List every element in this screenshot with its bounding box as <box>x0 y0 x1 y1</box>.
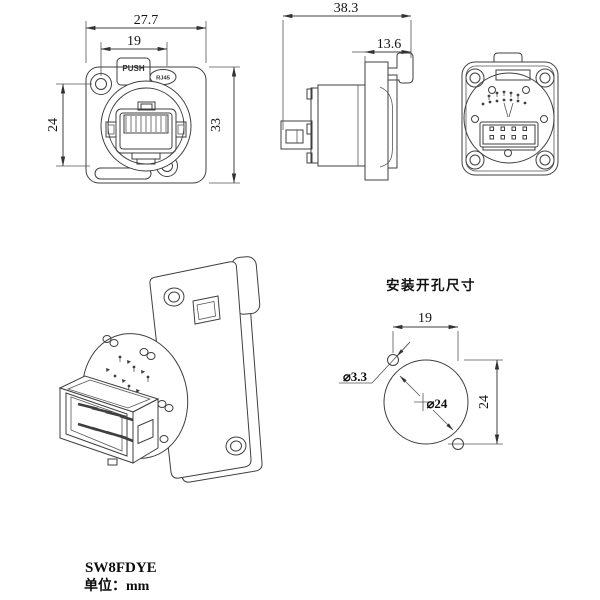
rear-pin-markings <box>481 90 527 118</box>
title-block: SW8FDYE 单位：mm <box>84 560 157 594</box>
dim-outer-width: 27.7 <box>134 13 159 28</box>
rj45-jack-opening <box>105 101 187 165</box>
dim-hole-spacing-h: 19 <box>127 34 141 49</box>
dim-mount-spacing-v: 24 <box>477 395 492 409</box>
mounting-hole-view: 安装开孔尺寸 19 24 ⌀3.3 ⌀24 <box>339 277 503 450</box>
mounting-dimensions: 19 24 ⌀3.3 ⌀24 <box>339 311 503 445</box>
side-gasket <box>379 86 393 168</box>
side-body-front-ring <box>310 87 319 164</box>
iso-latch-slot <box>192 295 221 325</box>
front-flange <box>85 66 207 184</box>
mounting-title: 安装开孔尺寸 <box>386 277 476 293</box>
center-mark <box>414 393 432 411</box>
rear-round-body <box>463 72 555 164</box>
panel-cutout-circle <box>383 359 469 445</box>
side-flange-plate <box>364 61 389 181</box>
dim-small-hole-dia: ⌀3.3 <box>343 369 368 384</box>
rear-pin-header <box>479 121 539 151</box>
dim-height: 33 <box>209 118 224 132</box>
side-view-dimensions: 38.3 13.6 <box>282 1 412 130</box>
iso-face-details <box>102 335 174 443</box>
dim-depth: 38.3 <box>334 1 359 16</box>
rear-flange <box>461 61 559 176</box>
front-view: PUSH RJ45 <box>46 13 240 184</box>
model-number: SW8FDYE <box>85 560 157 576</box>
small-hole-topleft <box>387 354 399 366</box>
dim-mount-spacing-h: 19 <box>418 311 432 326</box>
rear-view <box>461 52 559 176</box>
rear-face-holes <box>471 86 548 157</box>
side-view: 38.3 13.6 <box>280 1 414 181</box>
dim-front-depth: 13.6 <box>377 37 402 52</box>
side-pin-header <box>280 120 313 150</box>
iso-mounting-holes <box>163 287 247 456</box>
front-view-dimensions: 27.7 19 24 33 <box>46 13 240 184</box>
push-label: PUSH <box>122 64 144 73</box>
dim-hole-spacing-v: 24 <box>46 118 61 132</box>
rear-top-tab <box>493 52 523 62</box>
front-bottom-slot <box>94 167 152 180</box>
rear-mounting-holes <box>465 68 555 170</box>
rj45-badge-label: RJ45 <box>156 76 171 82</box>
dim-panel-hole-dia: ⌀24 <box>427 396 448 411</box>
iso-pin-header <box>58 375 160 466</box>
side-hook <box>388 52 414 84</box>
isometric-view <box>58 256 263 483</box>
front-mounting-hole-topleft <box>90 73 112 95</box>
unit-label: 单位：mm <box>84 577 150 594</box>
